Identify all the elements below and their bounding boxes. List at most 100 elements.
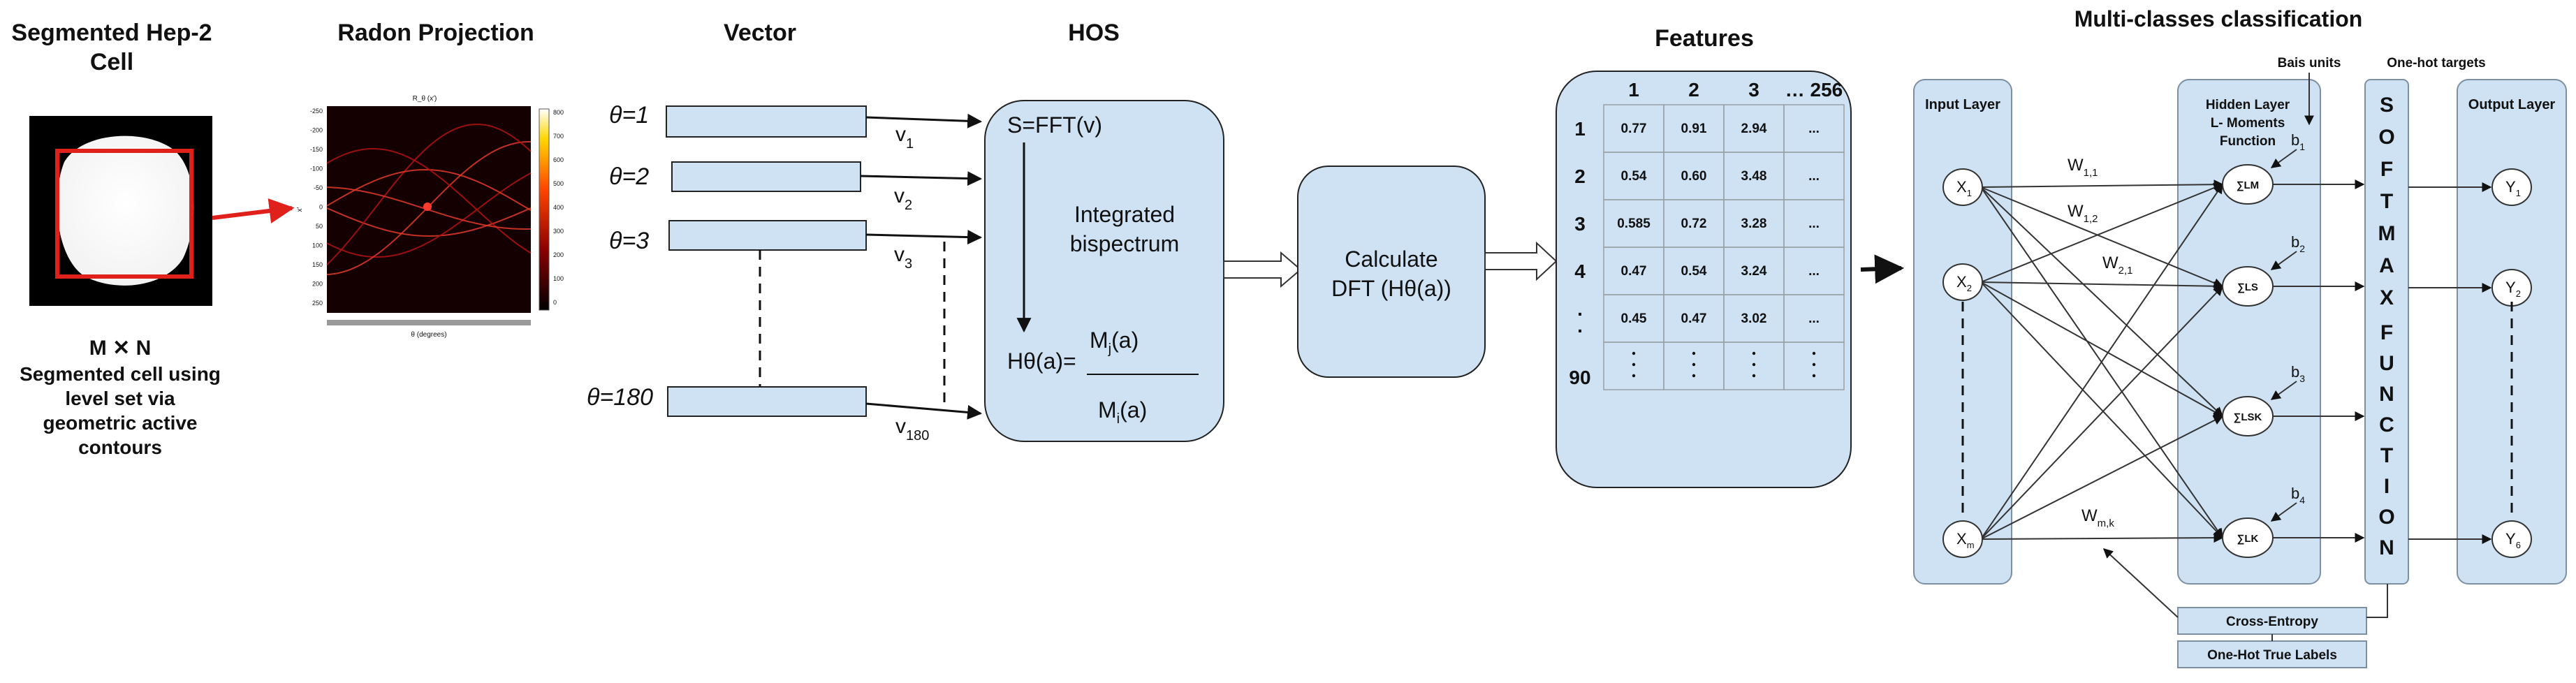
feature-value: 0.47 [1681, 311, 1707, 326]
feature-value: 0.60 [1681, 169, 1707, 184]
hidden-node-label: ∑LM [2237, 179, 2259, 191]
ellipsis-dot [1812, 351, 1816, 355]
feature-row-header: . [1577, 315, 1583, 337]
radon-title: Radon Projection [337, 20, 534, 46]
vector-bar [667, 386, 867, 417]
hidden-node-label: ∑LK [2237, 533, 2259, 545]
input-node-label: X1 [1956, 178, 1972, 198]
feature-value: 0.585 [1617, 216, 1651, 231]
softmax-letter: O [2378, 506, 2394, 529]
feature-value: ... [1808, 311, 1820, 326]
radon-y-tick: -100 [310, 166, 323, 172]
input-node [1942, 168, 1983, 206]
feature-value: 3.28 [1741, 216, 1767, 231]
hidden-node [2222, 164, 2274, 205]
red-arrow-to-radon [212, 198, 295, 223]
features-box [1556, 71, 1852, 488]
input-hidden-edge [1980, 183, 2223, 540]
theta-label: θ=3 [609, 228, 649, 254]
softmax-letter: C [2379, 413, 2394, 436]
theta-label: θ=180 [587, 384, 653, 411]
true-labels-label: One-Hot True Labels [2207, 648, 2337, 663]
hidden-layer-panel [2177, 79, 2321, 585]
cell-blob [57, 135, 194, 286]
vector-arrow [865, 402, 983, 420]
bias-arrow [2270, 251, 2297, 270]
ellipsis-dot [1692, 374, 1696, 378]
dft-box [1297, 166, 1486, 378]
radon-y-tick: -200 [310, 127, 323, 134]
feature-value: 0.45 [1621, 311, 1647, 326]
sinogram-curve [326, 123, 532, 265]
feature-row-header: 3 [1574, 213, 1586, 235]
bias-label: b4 [2291, 485, 2305, 506]
softmax-letter: U [2379, 352, 2394, 375]
feature-value: 3.02 [1741, 311, 1767, 326]
ellipsis-dot [1632, 351, 1636, 355]
ellipsis-dot [1692, 351, 1696, 355]
radon-y-tick: 150 [312, 261, 323, 268]
hidden-node [2222, 517, 2274, 558]
softmax-to-loss-line [2366, 584, 2388, 618]
radon-y-tick: -150 [310, 146, 323, 153]
features-title: Features [1655, 25, 1754, 52]
dft-section: Calculate DFT (Hθ(a)) [1297, 166, 1486, 378]
softmax-letter: A [2379, 254, 2394, 277]
feature-value: 0.54 [1621, 169, 1647, 184]
softmax-letter: O [2378, 126, 2394, 149]
bispectrum-label: bispectrum [1070, 231, 1180, 256]
feature-cell [1783, 342, 1845, 390]
vector-arrow [865, 230, 983, 245]
output-node-label: Y1 [2505, 178, 2521, 198]
radon-y-tick: 250 [312, 300, 323, 307]
radon-plot-title: R_θ (x′) [413, 95, 437, 103]
input-hidden-edge [1980, 533, 2224, 543]
radon-y-label: x′ [296, 207, 304, 212]
input-node-label: X2 [1956, 273, 1972, 293]
formula-numerator: Mj(a) [1090, 328, 1139, 357]
block-arrow-hos-to-dft [1223, 251, 1302, 288]
input-hidden-edge [1980, 183, 2224, 283]
feature-value: ... [1808, 122, 1820, 136]
feature-value: 0.91 [1681, 122, 1707, 136]
feature-col-header: … 256 [1785, 79, 1843, 101]
hidden-layer-label: Hidden Layer [2206, 98, 2290, 112]
block-arrow-dft-to-features [1484, 241, 1558, 281]
feature-value: ... [1808, 264, 1820, 279]
radon-colorbar-tick: 800 [553, 109, 564, 116]
weight-label: W1,1 [2068, 156, 2098, 179]
segmented-title-line1: Segmented Hep-2 [11, 20, 212, 46]
ellipsis-dot [1812, 374, 1816, 378]
radon-y-tick: -50 [314, 184, 323, 191]
radon-colorbar-tick: 0 [553, 299, 557, 306]
feature-value: 0.54 [1681, 264, 1707, 279]
hidden-layer-label: Function [2220, 134, 2276, 149]
feature-value: ... [1808, 216, 1820, 231]
feature-value: 2.94 [1741, 122, 1767, 136]
feature-value: 3.48 [1741, 169, 1767, 184]
theta-label: θ=1 [609, 102, 649, 128]
hidden-node [2222, 266, 2274, 307]
v-label: v3 [894, 243, 912, 272]
radon-y-tick: -250 [310, 108, 323, 115]
input-hidden-edge [1980, 416, 2224, 540]
radon-colorbar [539, 108, 550, 311]
feature-value: 0.72 [1681, 216, 1707, 231]
radon-x-label: θ (degrees) [411, 331, 446, 339]
classification-section: Multi-classes classification Input Layer… [1913, 6, 2567, 668]
theta-label: θ=2 [609, 163, 649, 190]
bias-arrow [2270, 149, 2297, 168]
ellipsis-dot [1812, 362, 1816, 367]
input-hidden-edge [1980, 281, 2224, 291]
bias-label: b2 [2291, 233, 2305, 254]
vector-arrow [860, 171, 983, 186]
softmax-letter: X [2380, 286, 2394, 309]
radon-colorbar-tick: 600 [553, 156, 564, 163]
input-node [1942, 520, 1983, 558]
softmax-letter: F [2380, 158, 2393, 181]
output-node [2491, 520, 2532, 558]
